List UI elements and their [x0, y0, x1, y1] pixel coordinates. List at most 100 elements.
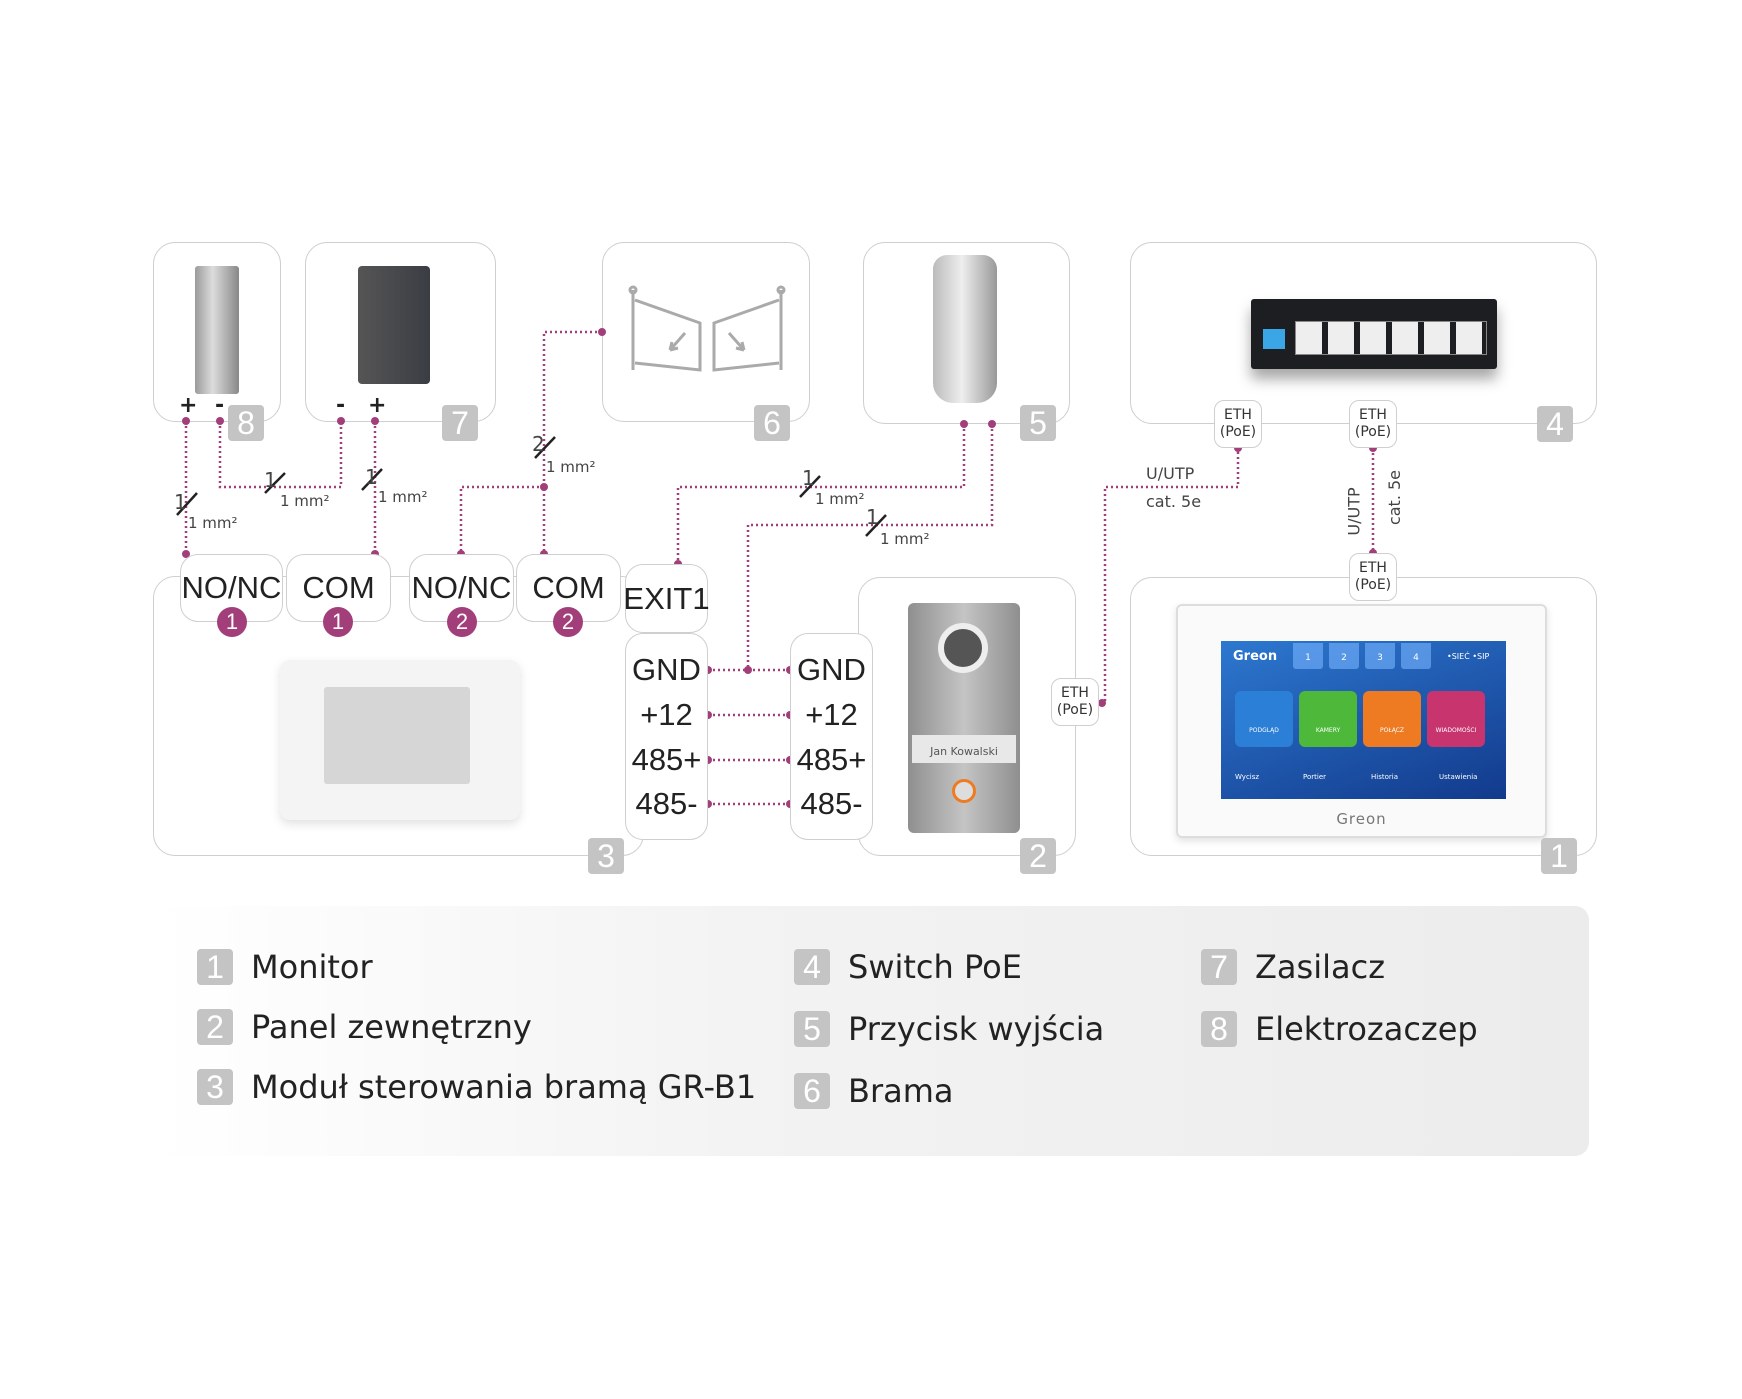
control-module-image	[280, 660, 520, 820]
screen-brand: Greon	[1233, 649, 1278, 664]
legend-text: Elektrozaczep	[1255, 1010, 1478, 1048]
legend-badge: 8	[1201, 1011, 1237, 1047]
module-bus-terminals: GND +12 485+ 485-	[625, 633, 708, 840]
badge-2: 2	[1020, 838, 1056, 874]
legend-text: Monitor	[251, 948, 373, 986]
wire-count: 2	[532, 432, 545, 456]
terminal-label: EXIT1	[623, 580, 710, 616]
wire-gate	[459, 330, 602, 554]
badge-4: 4	[1537, 406, 1573, 442]
exit-button-image	[933, 255, 997, 403]
legend-text: Przycisk wyjścia	[848, 1010, 1105, 1048]
door-panel-image: Jan Kowalski	[908, 603, 1020, 833]
legend-badge: 1	[197, 949, 233, 985]
cable-cat: cat. 5e	[1146, 492, 1202, 511]
wire-exit-2	[746, 424, 994, 670]
screen-status: •SIEĆ •SIP	[1447, 652, 1490, 661]
legend-badge: 6	[794, 1073, 830, 1109]
legend-badge: 4	[794, 949, 830, 985]
terminal-485-minus: 485-	[800, 786, 863, 821]
badge-6: 6	[754, 405, 790, 441]
wire-gauge: 1 mm²	[188, 514, 238, 532]
eth-port-switch-1: ETH(PoE)	[1214, 400, 1262, 448]
box-brama	[602, 242, 810, 422]
relay-pin: 1	[217, 607, 247, 637]
screen-tab: 1	[1293, 643, 1323, 669]
wire-strike-minus	[218, 421, 343, 489]
screen-tile: POŁĄCZ	[1363, 691, 1421, 747]
legend-item-5: 5 Przycisk wyjścia	[794, 1010, 1104, 1048]
wire-count: 1	[174, 490, 187, 514]
wire-eth-panel	[1102, 448, 1240, 705]
terminal-label: NO/NC	[411, 570, 512, 605]
legend-badge: 5	[794, 1011, 830, 1047]
badge-8: 8	[228, 405, 264, 441]
terminal-label: NO/NC	[181, 570, 282, 605]
eth-label: (PoE)	[1354, 577, 1392, 593]
legend-item-6: 6 Brama	[794, 1072, 954, 1110]
badge-3: 3	[588, 838, 624, 874]
terminal-12v: +12	[640, 697, 693, 732]
terminal-gnd: GND	[632, 652, 701, 687]
relay-pin: 2	[553, 607, 583, 637]
monitor-brand: Greon	[1336, 810, 1387, 828]
screen-tab: 3	[1365, 643, 1395, 669]
terminal-485-minus: 485-	[635, 786, 698, 821]
legend-text: Zasilacz	[1255, 948, 1385, 986]
wire-count: 1	[802, 466, 815, 490]
gate-icon	[628, 285, 786, 372]
screen-tab: 4	[1401, 643, 1431, 669]
switch-image	[1251, 299, 1497, 369]
screen-bottom-item: Historia	[1371, 773, 1398, 781]
eth-port-switch-2: ETH(PoE)	[1349, 400, 1397, 448]
badge-1: 1	[1541, 838, 1577, 874]
eth-label: ETH	[1359, 407, 1387, 423]
eth-label: (PoE)	[1219, 424, 1257, 440]
screen-tab: 2	[1329, 643, 1359, 669]
legend-text: Switch PoE	[848, 948, 1022, 986]
terminal-label: COM	[532, 570, 605, 605]
legend-text: Brama	[848, 1072, 954, 1110]
screen-tile: PODGLĄD	[1235, 691, 1293, 747]
legend-item-8: 8 Elektrozaczep	[1201, 1010, 1478, 1048]
cable-type: U/UTP	[1146, 464, 1195, 483]
terminal-12v: +12	[805, 697, 858, 732]
panel-bus-terminals: GND +12 485+ 485-	[790, 633, 873, 840]
eth-label: (PoE)	[1056, 702, 1094, 718]
screen-tile: KAMERY	[1299, 691, 1357, 747]
wire-gauge: 1 mm²	[280, 492, 330, 510]
eth-port-monitor: ETH(PoE)	[1349, 553, 1397, 601]
legend-item-7: 7 Zasilacz	[1201, 948, 1385, 986]
strike-minus: -	[215, 393, 225, 418]
psu-plus: +	[368, 393, 387, 418]
terminal-gnd: GND	[797, 652, 866, 687]
psu-minus: -	[336, 393, 346, 418]
wire-count: 1	[866, 505, 879, 529]
wire-bus	[708, 668, 790, 806]
relay-pin: 2	[447, 607, 477, 637]
screen-bottom-item: Ustawienia	[1439, 773, 1478, 781]
eth-port-panel: ETH(PoE)	[1051, 678, 1099, 726]
legend-badge: 2	[197, 1009, 233, 1045]
terminal-label: COM	[302, 570, 375, 605]
wire-gauge: 1 mm²	[546, 458, 596, 476]
wire-gauge: 1 mm²	[815, 490, 865, 508]
legend-item-4: 4 Switch PoE	[794, 948, 1022, 986]
screen-bottom-item: Portier	[1303, 773, 1327, 781]
wire-count: 1	[264, 468, 277, 492]
wire-gauge: 1 mm²	[880, 530, 930, 548]
screen-tile: WIADOMOŚCI	[1427, 691, 1485, 747]
terminal-exit1: EXIT1	[623, 564, 710, 633]
strike-plus: +	[179, 393, 198, 418]
cable-cat: cat. 5e	[1385, 469, 1405, 526]
eth-label: ETH	[1061, 685, 1089, 701]
terminal-485-plus: 485+	[796, 742, 867, 777]
badge-7: 7	[442, 405, 478, 441]
relay-pin: 1	[323, 607, 353, 637]
legend-badge: 7	[1201, 949, 1237, 985]
power-supply-image	[358, 266, 430, 384]
